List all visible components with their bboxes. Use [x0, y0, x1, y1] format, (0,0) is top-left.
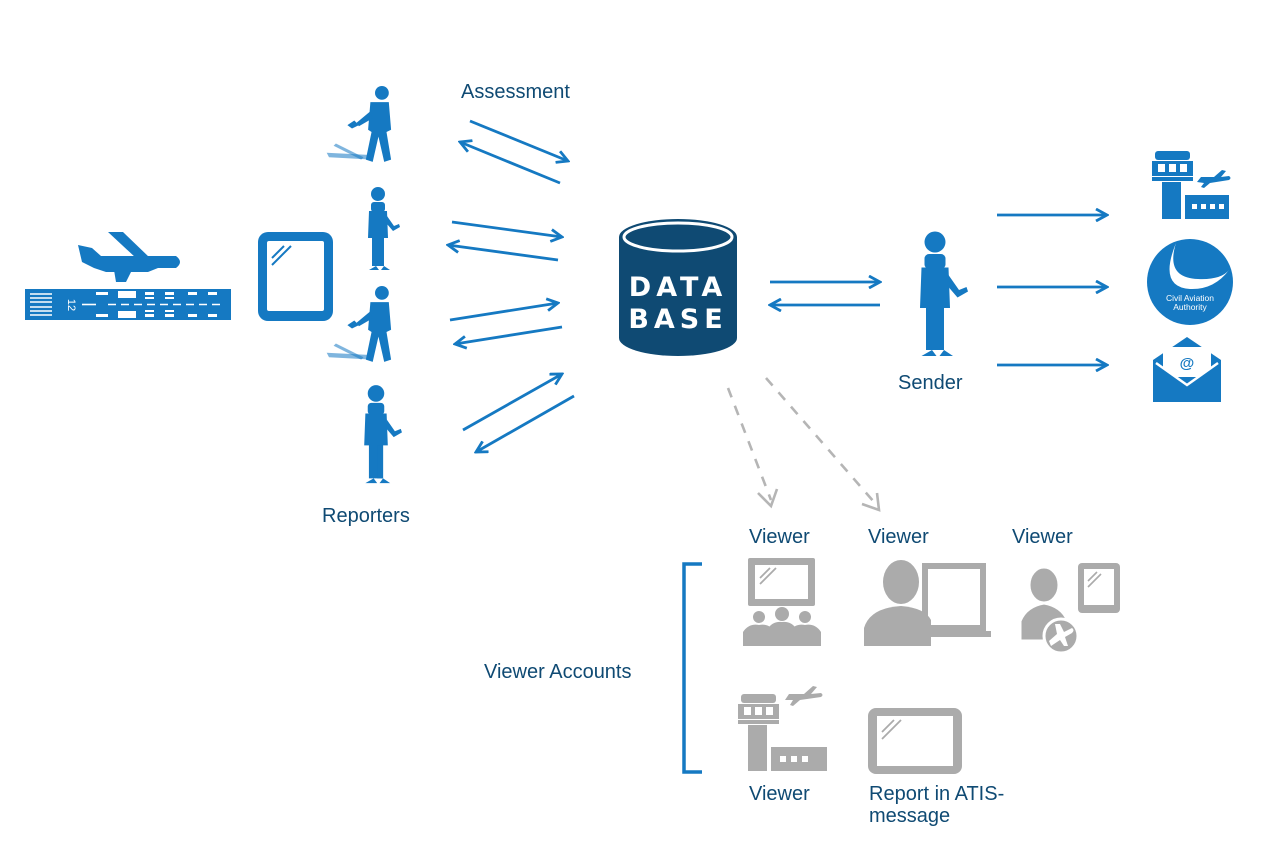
aviation-authority-label-bottom: Authority [1173, 302, 1207, 312]
database-label-top: DATA [629, 272, 727, 303]
viewer-label: Viewer [749, 526, 810, 548]
viewer-accounts-bracket [682, 562, 702, 774]
database-sender-arrows [770, 282, 880, 305]
reporter-icon [326, 86, 392, 162]
reporter-icon [368, 187, 400, 270]
database-icon: DATA BASE [619, 219, 737, 356]
viewer-dashed-arrows [726, 377, 881, 512]
viewer-accounts-label: Viewer Accounts [484, 661, 632, 683]
runway-marking: 12 [65, 299, 77, 311]
mobile-pilot-icon [1018, 563, 1120, 655]
reporters-label: Reporters [322, 505, 410, 527]
tablet-screen-icon [868, 708, 962, 774]
reporter-arrows [448, 119, 575, 452]
viewer-label: Viewer [1012, 526, 1073, 548]
desktop-user-icon [864, 560, 991, 646]
reporters-group [326, 86, 402, 484]
control-tower-icon [738, 686, 827, 771]
sender-icon [920, 231, 968, 356]
runway-icon: 12 [25, 289, 231, 320]
viewer-label: Viewer [749, 783, 810, 805]
atis-report-label: Report in ATIS-message [869, 783, 1005, 827]
email-icon: @ [1153, 337, 1221, 402]
aviation-authority-label-top: Civil Aviation [1166, 293, 1214, 303]
airplane-icon [78, 232, 180, 282]
reporter-icon [364, 385, 402, 484]
sender-label: Sender [898, 372, 963, 394]
aviation-authority-icon: Civil Aviation Authority [1147, 239, 1233, 325]
database-label-bottom: BASE [628, 304, 727, 335]
assessment-label: Assessment [461, 81, 570, 103]
sender-recipient-arrows [997, 215, 1107, 365]
tablet-icon [258, 232, 333, 321]
email-symbol: @ [1180, 355, 1195, 372]
viewer-label: Viewer [868, 526, 929, 548]
control-tower-icon [1152, 151, 1231, 219]
group-monitor-icon [743, 558, 821, 646]
reporter-icon [326, 286, 392, 362]
